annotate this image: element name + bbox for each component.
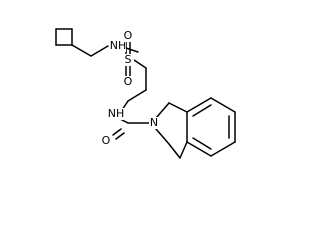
atom-oxygen-bottom-label: O (124, 75, 133, 88)
atom-nh-sulfonamide-label: NH (110, 39, 127, 52)
atom-ring-nitrogen-label: N (150, 116, 158, 129)
bond-sulfur-ethylene (133, 59, 147, 69)
atom-sulfur-label: S (125, 53, 132, 66)
atom-oxygen-top-label: O (124, 29, 133, 42)
bond-benzene-6 (186, 141, 212, 157)
bond-carbonyl-oxygen-a (112, 128, 122, 136)
bond-ring-ethylene-2 (179, 141, 188, 159)
bond-benzene-double-1 (192, 104, 212, 117)
label-bg-nh-amide (108, 108, 124, 120)
bond-n-ring-down (155, 128, 170, 145)
bond-benzene-2 (186, 97, 212, 113)
atom-labels: NH S O O NH O N (101, 29, 159, 147)
bond-nh-sulfur (125, 47, 139, 53)
label-bg-oxygen-top (123, 30, 133, 42)
bond-methylene-nh (90, 45, 109, 57)
molecule-canvas: NH S O O NH O N (55, 28, 236, 159)
bond-cyclobutyl-methylene (71, 44, 92, 57)
bond-benzene-5 (210, 141, 236, 157)
bond-ring-methylene-aryl (168, 102, 188, 113)
atom-nh-amide-label: NH (108, 107, 125, 120)
bond-benzene-3 (210, 97, 236, 113)
label-bg-nh-sulfonamide (110, 40, 126, 52)
bond-ethylene-2 (127, 89, 147, 102)
bond-benzene-double-3 (192, 137, 212, 150)
label-bg-carbonyl-oxygen (101, 135, 111, 147)
atom-carbonyl-oxygen-label: O (102, 134, 111, 147)
bond-ring-ethylene-1 (168, 143, 181, 159)
bond-carbonyl-oxygen-b (115, 132, 125, 140)
label-bg-ring-nitrogen (149, 117, 159, 129)
label-bg-oxygen-bottom (123, 76, 133, 88)
bond-n-ring-up (155, 102, 170, 119)
label-bg-sulfur (124, 54, 134, 66)
bonds (55, 28, 236, 159)
structure-diagram: NH S O O NH O N (55, 28, 236, 159)
